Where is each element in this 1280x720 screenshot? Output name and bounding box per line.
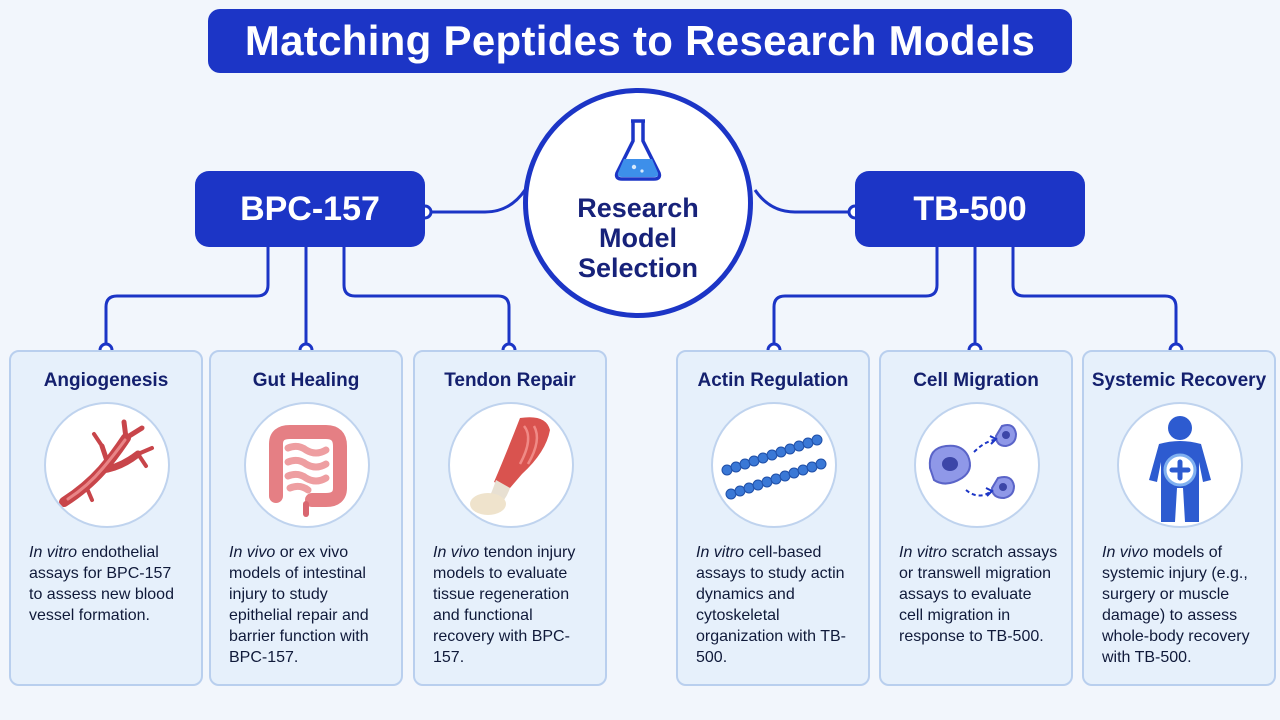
card-angiogenesis: Angiogenesis In vitro endo [9,350,203,686]
card-title: Actin Regulation [697,370,849,391]
peptide-bpc-157: BPC-157 [195,171,425,247]
migrating-cells-icon [928,424,1018,500]
card-description: In vivo or ex vivo models of intestinal … [229,544,369,666]
card-title: Systemic Recovery [1091,370,1267,391]
peptide-tb-500: TB-500 [855,171,1085,247]
card-systemic-recovery: Systemic Recovery In vivo models of syst… [1082,350,1276,686]
card-description: In vitro scratch assays or transwell mig… [899,544,1058,645]
title-banner: Matching Peptides to Research Models [208,9,1072,73]
card-cell-migration: Cell Migration In vitro scratch assays o… [879,350,1073,686]
research-model-selection-hub: Research Model Selection [523,88,753,318]
card-title: Cell Migration [913,370,1039,391]
tendon-icon [470,417,550,515]
card-description: In vivo models of systemic injury (e.g.,… [1102,544,1250,666]
card-title: Gut Healing [252,370,360,391]
flask-icon [614,119,662,181]
actin-filament-icon [721,434,827,500]
card-description: In vitro cell-based assays to study acti… [696,544,846,666]
blood-vessel-icon [59,419,154,507]
card-description: In vitro endothelial assays for BPC-157 … [29,544,174,624]
card-actin-regulation: Actin Regulation In vitro cell-based ass… [676,350,870,686]
card-description: In vivo tendon injury models to evaluate… [433,544,576,666]
intestine-icon [269,425,347,517]
body-recovery-icon [1149,416,1211,522]
page-title: Matching Peptides to Research Models [244,17,1036,64]
center-label: Research Model Selection [577,193,699,283]
card-title: Tendon Repair [444,370,576,391]
card-tendon-repair: Tendon Repair In vivo tendon injury mode… [413,350,607,686]
card-gut-healing: Gut Healing In vivo or ex vivo models of… [209,350,403,686]
card-title: Angiogenesis [43,370,169,391]
